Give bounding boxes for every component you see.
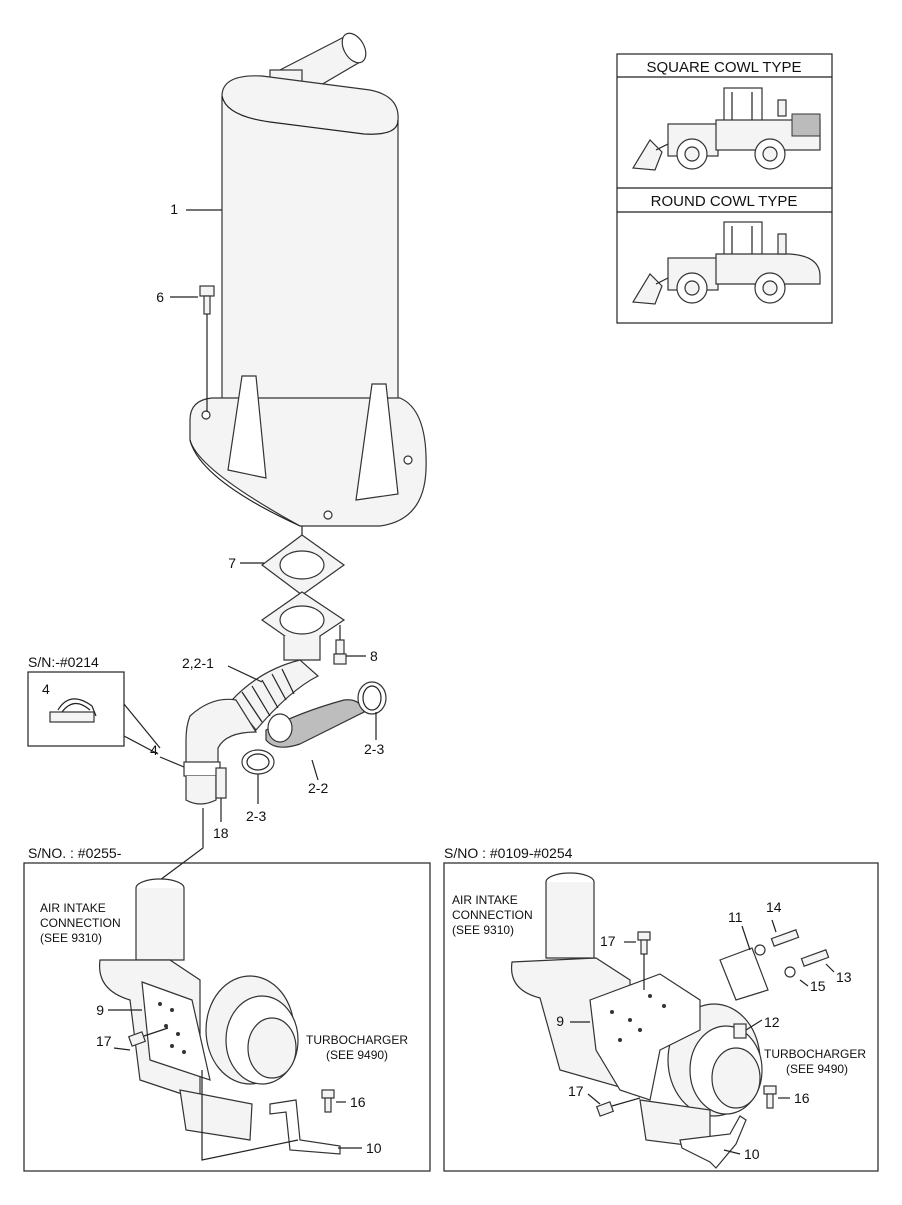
wheel-loader-round-cowl-image xyxy=(631,221,821,305)
right-callout-9: 9 xyxy=(556,1013,564,1029)
right-callout-12: 12 xyxy=(764,1014,780,1030)
hose-clamp-part-2-3-lower xyxy=(241,749,275,775)
right-callout-13: 13 xyxy=(836,969,852,985)
left-air-intake-line2: CONNECTION xyxy=(40,916,121,930)
heat-shield-part-2-2 xyxy=(265,699,365,748)
callout-8: 8 xyxy=(370,648,378,664)
left-callout-9: 9 xyxy=(96,1002,104,1018)
right-air-intake-line3: (SEE 9310) xyxy=(452,923,514,937)
left-callout-17: 17 xyxy=(96,1033,112,1049)
left-turbo-panel: S/NO. : #0255- AIR INTAKE CONNECTION (SE… xyxy=(23,845,431,1172)
wheel-loader-square-cowl-image xyxy=(631,87,821,171)
bolt-part-6 xyxy=(199,285,215,412)
bracket-part-18 xyxy=(215,767,227,812)
right-callout-17-upper: 17 xyxy=(600,933,616,949)
right-turbo-line1: TURBOCHARGER xyxy=(764,1047,866,1061)
gasket-part-7 xyxy=(261,534,346,596)
left-air-intake-line3: (SEE 9310) xyxy=(40,931,102,945)
right-callout-16: 16 xyxy=(794,1090,810,1106)
left-callout-10: 10 xyxy=(366,1140,382,1156)
right-callout-10: 10 xyxy=(744,1146,760,1162)
right-callout-17-lower: 17 xyxy=(568,1083,584,1099)
callout-leaders xyxy=(159,209,377,822)
right-air-intake-line1: AIR INTAKE xyxy=(452,893,518,907)
cowl-type-inset: SQUARE COWL TYPE ROUND COWL TYPE xyxy=(616,53,833,324)
callout-2-2: 2-2 xyxy=(308,780,328,796)
right-panel-serial: S/NO : #0109-#0254 xyxy=(444,845,573,861)
right-callout-11: 11 xyxy=(728,909,743,925)
right-callout-14: 14 xyxy=(766,899,782,915)
muffler-part xyxy=(189,32,427,527)
left-callout-16: 16 xyxy=(350,1094,366,1110)
right-turbo-panel: S/NO : #0109-#0254 xyxy=(443,845,879,1172)
left-turbo-line2: (SEE 9490) xyxy=(326,1048,388,1062)
flex-pipe-part-2 xyxy=(183,659,320,805)
hose-clamp-part-2-3-upper xyxy=(357,681,387,715)
callout-1: 1 xyxy=(170,201,178,217)
inlet-flange xyxy=(260,591,346,661)
square-cowl-title: SQUARE COWL TYPE xyxy=(646,59,801,76)
left-air-intake-line1: AIR INTAKE xyxy=(40,901,106,915)
callout-2-3-upper: 2-3 xyxy=(364,741,384,757)
clamp-detail-box xyxy=(27,671,161,755)
bolt-part-8 xyxy=(333,625,347,665)
right-turbo-line2: (SEE 9490) xyxy=(786,1062,848,1076)
callout-4: 4 xyxy=(150,742,158,758)
callout-7: 7 xyxy=(228,555,236,571)
right-air-intake-line2: CONNECTION xyxy=(452,908,533,922)
callout-6: 6 xyxy=(156,289,164,305)
callout-2-3-lower: 2-3 xyxy=(246,808,266,824)
serial-range-top: S/N:-#0214 xyxy=(28,654,99,670)
callout-4-box: 4 xyxy=(42,681,50,697)
callout-2-2-1: 2,2-1 xyxy=(182,655,214,671)
left-panel-serial: S/NO. : #0255- xyxy=(28,845,122,861)
round-cowl-title: ROUND COWL TYPE xyxy=(651,193,798,210)
callout-18: 18 xyxy=(213,825,229,841)
left-turbo-line1: TURBOCHARGER xyxy=(306,1033,408,1047)
right-callout-15: 15 xyxy=(810,978,826,994)
